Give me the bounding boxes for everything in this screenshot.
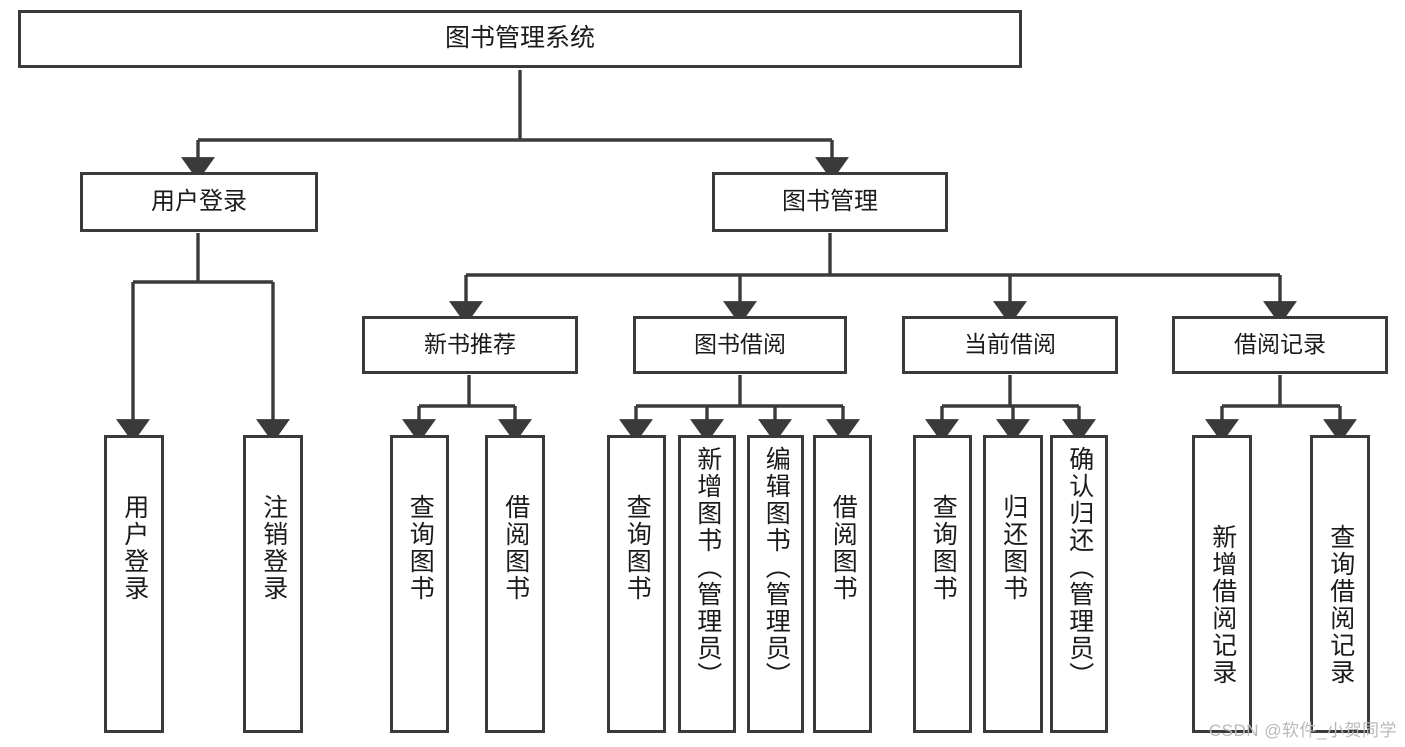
node-leaf-confirm-return-admin[interactable]: 确认归还（管理员） [1050,435,1108,733]
node-label: 用户登录 [151,187,247,215]
node-leaf-add-book-admin[interactable]: 新增图书（管理员） [678,435,736,733]
node-leaf-user-login[interactable]: 用户登录 [104,435,164,733]
node-new-book-recommend[interactable]: 新书推荐 [362,316,578,374]
node-label: 查询借阅记录 [1326,524,1355,686]
node-label: 新书推荐 [424,331,516,358]
node-leaf-edit-book-admin[interactable]: 编辑图书（管理员） [747,435,804,733]
node-leaf-query-book-2[interactable]: 查询图书 [607,435,666,733]
csdn-watermark: CSDN @软件_小贺同学 [1208,721,1397,740]
node-leaf-borrow-book-1[interactable]: 借阅图书 [485,435,545,733]
node-current-borrow[interactable]: 当前借阅 [902,316,1118,374]
node-label: 查询图书 [406,494,435,602]
node-label: 注销登录 [259,494,288,602]
node-label: 归还图书 [999,494,1028,602]
node-borrow-records[interactable]: 借阅记录 [1172,316,1388,374]
node-leaf-return-book[interactable]: 归还图书 [983,435,1043,733]
node-label: 借阅图书 [829,494,858,602]
node-book-management[interactable]: 图书管理 [712,172,948,232]
node-label: 查询图书 [623,494,652,602]
node-label: 新增借阅记录 [1208,524,1237,686]
node-leaf-logout[interactable]: 注销登录 [243,435,303,733]
node-label: 借阅图书 [501,494,530,602]
node-label: 图书管理系统 [444,24,595,53]
node-label: 编辑图书（管理员） [762,446,791,689]
node-leaf-query-book-1[interactable]: 查询图书 [390,435,449,733]
node-label: 图书借阅 [694,331,786,358]
node-root-system[interactable]: 图书管理系统 [18,10,1022,68]
node-book-borrow[interactable]: 图书借阅 [633,316,847,374]
node-leaf-borrow-book-2[interactable]: 借阅图书 [813,435,872,733]
node-user-login[interactable]: 用户登录 [80,172,318,232]
node-leaf-query-borrow-record[interactable]: 查询借阅记录 [1310,435,1370,733]
node-label: 借阅记录 [1234,331,1326,358]
node-label: 当前借阅 [964,331,1056,358]
node-label: 用户登录 [120,494,149,602]
node-label: 查询图书 [929,494,958,602]
node-label: 确认归还（管理员） [1065,446,1094,689]
node-leaf-query-book-3[interactable]: 查询图书 [913,435,972,733]
node-label: 新增图书（管理员） [693,446,722,689]
node-label: 图书管理 [782,187,878,215]
node-leaf-add-borrow-record[interactable]: 新增借阅记录 [1192,435,1252,733]
